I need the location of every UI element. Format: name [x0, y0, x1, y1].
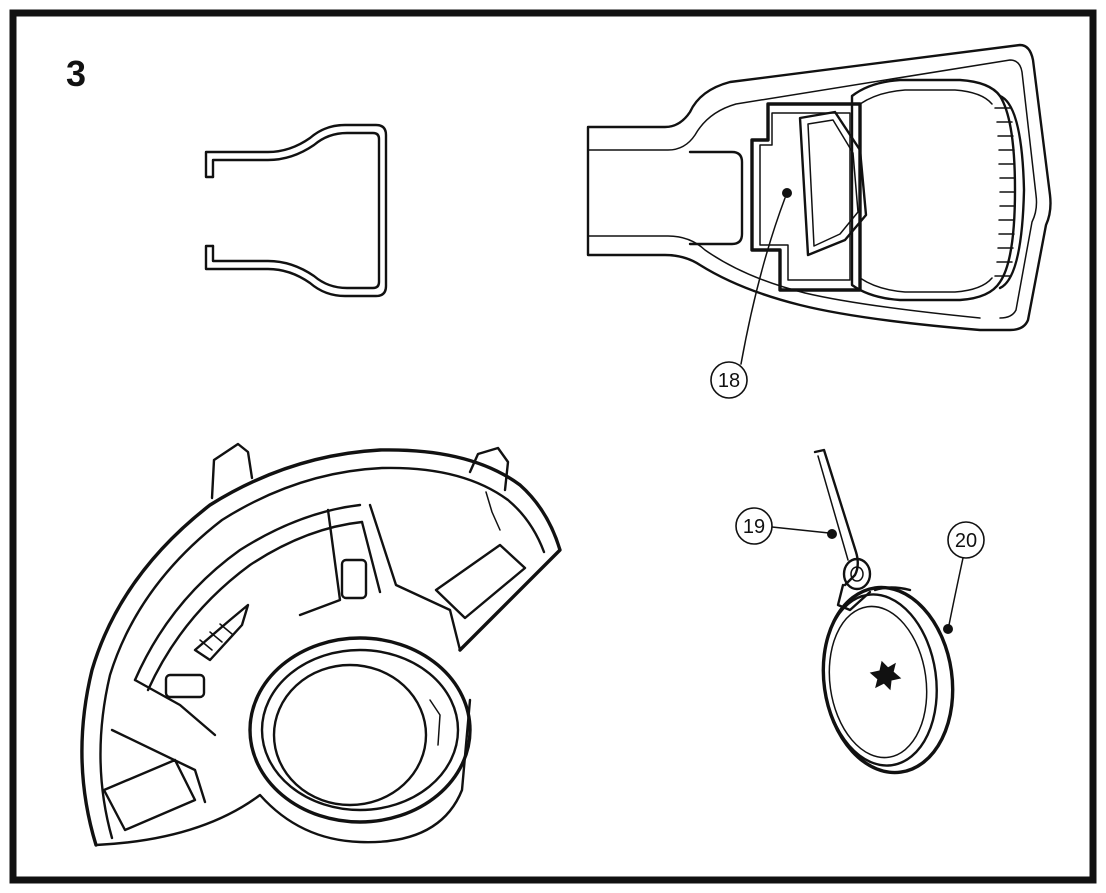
callout-20-leader: [948, 557, 964, 626]
callout-20: 20: [943, 521, 985, 634]
callout-19-anchor-dot: [827, 529, 837, 539]
callout-20-anchor-dot: [943, 624, 953, 634]
diagram-frame: [9, 9, 1097, 884]
spool-part: [813, 448, 955, 775]
callout-19-circle: [735, 507, 773, 545]
callout-18-leader: [740, 197, 786, 365]
callout-18-circle: [710, 361, 748, 399]
callout-19: 19: [735, 507, 837, 545]
callout-18-label: 18: [718, 370, 740, 392]
callout-19-label: 19: [743, 516, 765, 538]
step-number: 3: [66, 53, 87, 94]
wire-clip-part: [204, 123, 388, 298]
callout-18: 18: [710, 188, 792, 399]
handle-part: [586, 43, 1052, 332]
guard-part: [80, 442, 562, 847]
callout-18-anchor-dot: [782, 188, 792, 198]
callout-20-label: 20: [955, 530, 977, 552]
callout-19-leader: [771, 526, 830, 534]
callout-20-circle: [947, 521, 985, 559]
